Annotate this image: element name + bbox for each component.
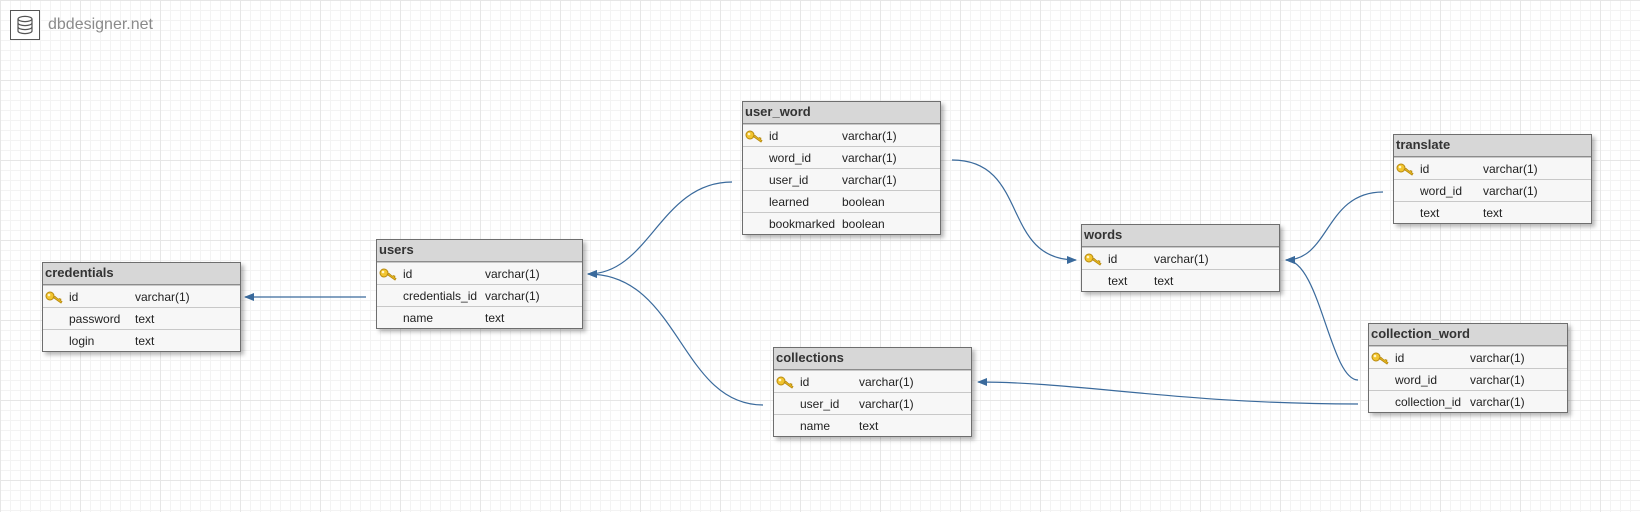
table-words[interactable]: words id varchar(1) text text <box>1081 224 1280 292</box>
field-row[interactable]: word_id varchar(1) <box>1369 368 1567 390</box>
field-name: id <box>403 267 413 281</box>
field-name: id <box>1108 252 1118 266</box>
field-row[interactable]: word_id varchar(1) <box>1394 179 1591 201</box>
field-type: varchar(1) <box>485 267 540 281</box>
table-title[interactable]: translate <box>1394 135 1591 157</box>
field-row[interactable]: collection_id varchar(1) <box>1369 390 1567 412</box>
primary-key-icon <box>745 128 763 143</box>
table-title[interactable]: user_word <box>743 102 940 124</box>
field-row[interactable]: user_id varchar(1) <box>774 392 971 414</box>
field-name: bookmarked <box>769 217 836 231</box>
field-row[interactable]: credentials_id varchar(1) <box>377 284 582 306</box>
field-name: word_id <box>769 151 812 165</box>
table-translate[interactable]: translate id varchar(1) word_id varchar(1) te… <box>1393 134 1592 224</box>
field-name: word_id <box>1420 184 1463 198</box>
field-type: varchar(1) <box>842 151 897 165</box>
table-title[interactable]: credentials <box>43 263 240 285</box>
field-name: learned <box>769 195 810 209</box>
relationship-user-word-to-words[interactable] <box>951 159 1077 264</box>
field-name: login <box>69 334 95 348</box>
field-row[interactable]: id varchar(1) <box>774 370 971 392</box>
field-row[interactable]: password text <box>43 307 240 329</box>
primary-key-icon <box>1084 251 1102 266</box>
database-icon <box>10 10 40 40</box>
field-type: text <box>1483 206 1503 220</box>
field-type: varchar(1) <box>485 289 540 303</box>
field-name: user_id <box>800 397 840 411</box>
field-type: varchar(1) <box>859 397 914 411</box>
field-row[interactable]: word_id varchar(1) <box>743 146 940 168</box>
primary-key-icon <box>379 266 397 281</box>
field-row[interactable]: learned boolean <box>743 190 940 212</box>
field-row[interactable]: id varchar(1) <box>1082 247 1279 269</box>
field-name: word_id <box>1395 373 1438 387</box>
field-row[interactable]: name text <box>774 414 971 436</box>
primary-key-icon <box>776 374 794 389</box>
relationship-user-word-to-users[interactable] <box>587 181 733 278</box>
field-type: varchar(1) <box>1470 395 1525 409</box>
field-name: id <box>800 375 810 389</box>
table-title[interactable]: words <box>1082 225 1279 247</box>
field-type: boolean <box>842 217 885 231</box>
table-collections[interactable]: collections id varchar(1) user_id varchar(1)… <box>773 347 972 437</box>
field-name: id <box>69 290 79 304</box>
field-name: id <box>769 129 779 143</box>
field-name: text <box>1420 206 1440 220</box>
field-row[interactable]: id varchar(1) <box>1394 157 1591 179</box>
field-row[interactable]: user_id varchar(1) <box>743 168 940 190</box>
brand-name: dbdesigner.net <box>48 16 153 33</box>
field-type: varchar(1) <box>1470 351 1525 365</box>
table-users[interactable]: users id varchar(1) credentials_id varchar(1… <box>376 239 583 329</box>
field-row[interactable]: text text <box>1082 269 1279 291</box>
table-title[interactable]: collection_word <box>1369 324 1567 346</box>
relationship-translate-to-words[interactable] <box>1285 191 1384 264</box>
field-name: name <box>800 419 831 433</box>
field-type: text <box>485 311 505 325</box>
relationship-collection-word-to-words[interactable] <box>1285 256 1359 381</box>
field-name: name <box>403 311 434 325</box>
field-type: varchar(1) <box>1483 162 1538 176</box>
field-row[interactable]: id varchar(1) <box>377 262 582 284</box>
field-type: varchar(1) <box>842 173 897 187</box>
primary-key-icon <box>1371 350 1389 365</box>
field-type: varchar(1) <box>1470 373 1525 387</box>
field-type: varchar(1) <box>842 129 897 143</box>
primary-key-icon <box>1396 161 1414 176</box>
field-name: collection_id <box>1395 395 1462 409</box>
table-title[interactable]: collections <box>774 348 971 370</box>
field-type: text <box>135 312 155 326</box>
field-row[interactable]: id varchar(1) <box>43 285 240 307</box>
brand-logo[interactable]: dbdesigner.net <box>10 10 153 40</box>
field-type: text <box>135 334 155 348</box>
relationship-collections-to-users[interactable] <box>587 270 764 406</box>
field-row[interactable]: text text <box>1394 201 1591 223</box>
relationship-collection-word-to-collections[interactable] <box>977 378 1359 405</box>
field-row[interactable]: name text <box>377 306 582 328</box>
field-row[interactable]: login text <box>43 329 240 351</box>
field-type: varchar(1) <box>1483 184 1538 198</box>
field-type: varchar(1) <box>1154 252 1209 266</box>
field-name: password <box>69 312 121 326</box>
field-name: credentials_id <box>403 289 478 303</box>
primary-key-icon <box>45 289 63 304</box>
field-name: id <box>1395 351 1405 365</box>
field-type: varchar(1) <box>859 375 914 389</box>
field-name: text <box>1108 274 1128 288</box>
field-name: user_id <box>769 173 809 187</box>
field-row[interactable]: id varchar(1) <box>1369 346 1567 368</box>
table-title[interactable]: users <box>377 240 582 262</box>
field-type: text <box>1154 274 1174 288</box>
field-type: boolean <box>842 195 885 209</box>
field-type: text <box>859 419 879 433</box>
field-row[interactable]: id varchar(1) <box>743 124 940 146</box>
field-row[interactable]: bookmarked boolean <box>743 212 940 234</box>
field-name: id <box>1420 162 1430 176</box>
field-type: varchar(1) <box>135 290 190 304</box>
